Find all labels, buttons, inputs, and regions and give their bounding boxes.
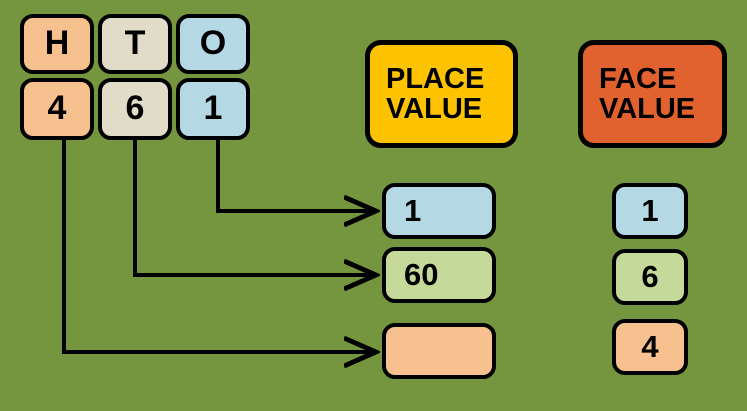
connector-tens [133, 140, 374, 275]
place-header-tens-label: T [124, 24, 146, 63]
digit-hundreds-label: 4 [47, 89, 67, 128]
connector-hundreds [62, 140, 374, 352]
place-value-box-hundreds-blank[interactable] [382, 323, 496, 379]
place-header-ones-label: O [199, 24, 227, 63]
digit-ones-label: 1 [203, 89, 223, 128]
place-header-hundreds-label: H [44, 24, 70, 63]
place-header-ones: O [176, 14, 250, 74]
digit-tens-label: 6 [125, 89, 145, 128]
face-value-box-tens: 6 [612, 249, 688, 305]
place-value-box-ones: 1 [382, 183, 496, 239]
digit-cell-hundreds: 4 [20, 78, 94, 140]
connector-ones [216, 140, 374, 211]
face-value-title: FACE VALUE [578, 40, 727, 148]
place-value-box-tens: 60 [382, 247, 496, 303]
place-value-title-line1: PLACE [386, 62, 485, 95]
face-value-tens-label: 6 [641, 258, 659, 294]
place-value-title: PLACE VALUE [365, 40, 518, 148]
digit-cell-ones: 1 [176, 78, 250, 140]
face-value-box-ones: 1 [612, 183, 688, 239]
face-value-hundreds-label: 4 [641, 328, 659, 364]
place-header-tens: T [98, 14, 172, 74]
face-value-box-hundreds: 4 [612, 319, 688, 375]
place-value-ones-label: 1 [404, 192, 422, 228]
place-value-tens-label: 60 [404, 256, 439, 292]
face-value-title-line2: VALUE [599, 93, 696, 125]
face-value-ones-label: 1 [641, 192, 659, 228]
place-header-hundreds: H [20, 14, 94, 74]
digit-cell-tens: 6 [98, 78, 172, 140]
face-value-title-line1: FACE [599, 62, 677, 95]
place-value-title-line2: VALUE [386, 93, 483, 125]
